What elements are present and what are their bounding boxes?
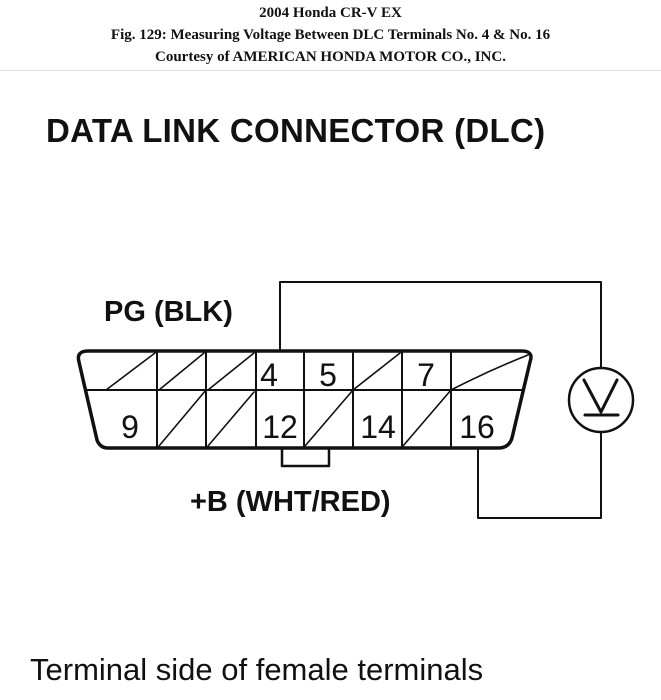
unused-cavity-marks [105,352,529,447]
courtesy-line: Courtesy of AMERICAN HONDA MOTOR CO., IN… [155,49,506,65]
connector-key-tab [280,446,331,468]
vehicle-title: 2004 Honda CR-V EX [259,5,402,21]
terminal-12: 12 [262,409,298,445]
terminal-14: 14 [360,409,396,445]
probe-wire-bottom [477,431,602,519]
diagram-caption: Terminal side of female terminals [30,652,484,687]
power-wire-label: +B (WHT/RED) [190,486,391,518]
terminal-16: 16 [459,409,495,445]
terminal-9: 9 [121,409,139,445]
voltmeter-icon [567,366,635,434]
document-header: 2004 Honda CR-V EX Fig. 129: Measuring V… [0,0,661,70]
connector-outline [76,349,533,450]
probe-wire-top [279,281,602,369]
ground-wire-label: PG (BLK) [104,296,233,328]
terminal-7: 7 [417,357,435,393]
terminal-numbers: 4 5 7 9 12 14 16 [121,357,495,445]
diagram-title: DATA LINK CONNECTOR (DLC) [46,112,546,149]
terminal-5: 5 [319,357,337,393]
header-divider [0,70,661,71]
figure-title: Fig. 129: Measuring Voltage Between DLC … [110,27,551,43]
terminal-4: 4 [260,357,278,393]
